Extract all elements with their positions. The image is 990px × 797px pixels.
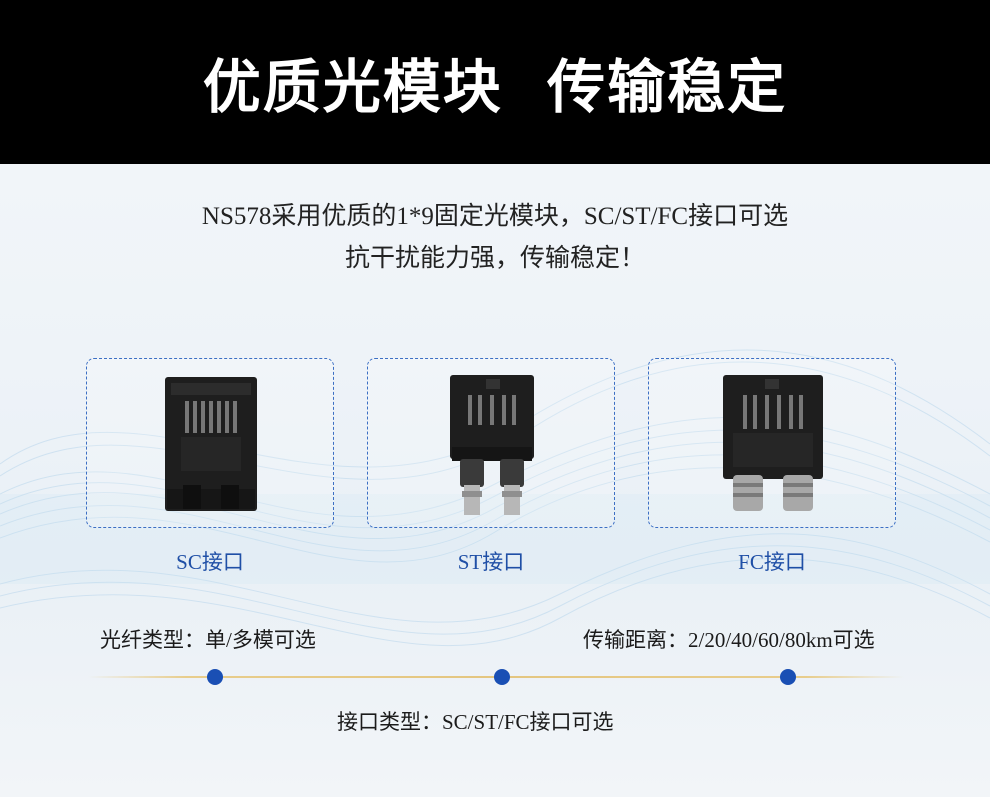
header-banner: 优质光模块 传输稳定: [0, 0, 990, 164]
timeline-dot-2: [494, 669, 510, 685]
sc-module-image: [165, 377, 257, 511]
sc-module-card: [86, 358, 334, 528]
spec-interface: 接口类型：SC/ST/FC接口可选: [337, 710, 614, 734]
fc-module-card: [648, 358, 896, 528]
intro-text: NS578采用优质的1*9固定光模块，SC/ST/FC接口可选 抗干扰能力强，传…: [0, 196, 990, 280]
spec-distance: 传输距离：2/20/40/60/80km可选: [583, 628, 875, 652]
page-title: 优质光模块 传输稳定: [202, 53, 788, 121]
spec-fiber-type: 光纤类型：单/多模可选: [100, 628, 316, 652]
intro-line-1: NS578采用优质的1*9固定光模块，SC/ST/FC接口可选: [201, 203, 789, 230]
intro-line-2: 抗干扰能力强，传输稳定！: [344, 245, 645, 272]
sc-module-caption: SC接口: [176, 550, 244, 574]
st-module-card: [367, 358, 615, 528]
fc-module-image: [723, 375, 823, 511]
timeline-dot-1: [207, 669, 223, 685]
st-module-image: [450, 375, 534, 515]
wave-background: [0, 349, 990, 647]
st-module-caption: ST接口: [457, 550, 525, 574]
fc-module-caption: FC接口: [738, 550, 806, 574]
timeline-dot-3: [780, 669, 796, 685]
